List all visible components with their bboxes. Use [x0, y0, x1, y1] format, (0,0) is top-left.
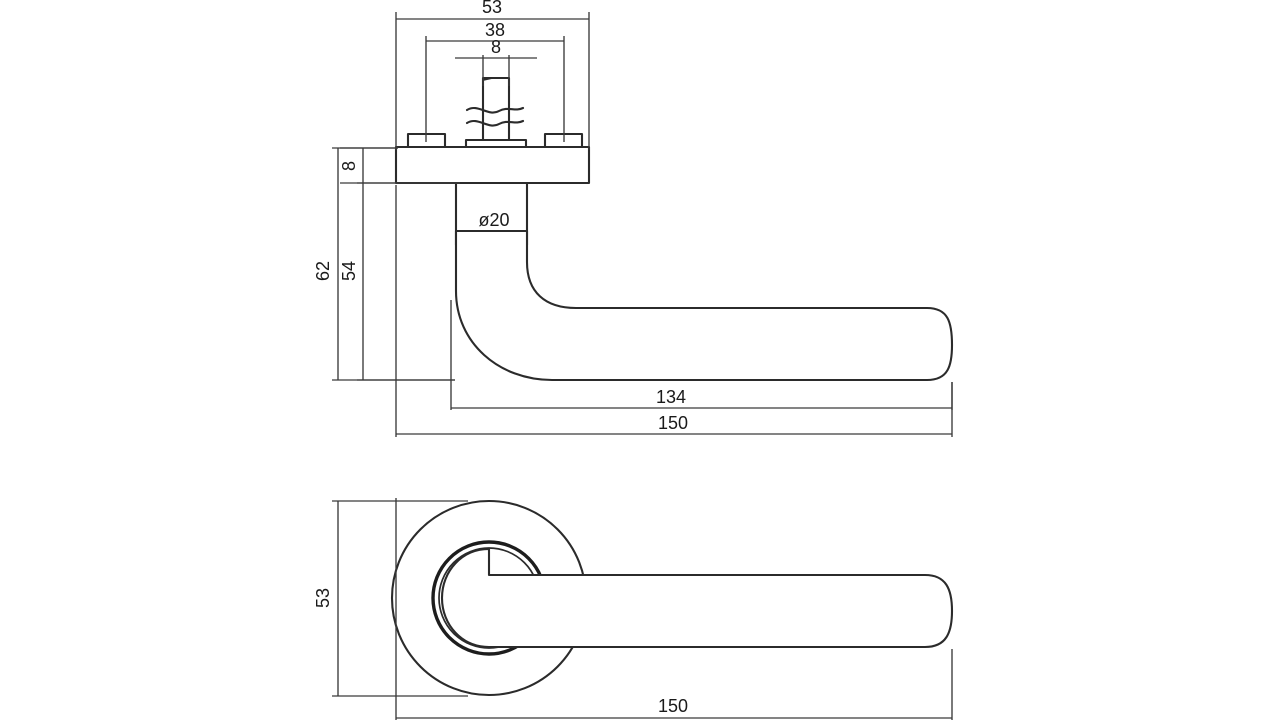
- plan-view-dimensions: 53 150: [313, 498, 953, 720]
- dim-150-plan: 150: [395, 498, 953, 720]
- lever-profile: [454, 229, 954, 382]
- dim-134-label: 134: [656, 387, 686, 407]
- spindle-break-line-upper: [465, 106, 525, 114]
- dim-150-label: 150: [658, 413, 688, 433]
- dim-53-top: 53: [395, 0, 590, 150]
- dim-neck-dia-label: ø20: [478, 210, 509, 230]
- spindle-break-line-lower: [465, 119, 525, 127]
- spindle-chamfer: [482, 77, 493, 81]
- rosette-plate: [394, 145, 591, 185]
- dim-53-label: 53: [482, 0, 502, 17]
- dim-62-label: 62: [313, 261, 333, 281]
- dim-53-plan-label: 53: [313, 588, 333, 608]
- dim-54-label: 54: [339, 261, 359, 281]
- dim-38-label: 38: [485, 20, 505, 40]
- dim-neck-diameter: ø20: [478, 210, 509, 230]
- dim-8-spindle: 8: [455, 37, 537, 86]
- spindle-assembly: [464, 76, 528, 151]
- lever-tube-plan: [440, 547, 954, 649]
- dim-54-neck: 54: [339, 182, 460, 381]
- dim-38-top: 38: [425, 20, 565, 142]
- side-view-dimensions: 53 38 8 8 62: [313, 0, 953, 437]
- dim-8-label: 8: [491, 37, 501, 57]
- dim-53-plan: 53: [313, 500, 468, 697]
- side-elevation-view: [394, 76, 954, 382]
- dim-150-plan-label: 150: [658, 696, 688, 716]
- dim-150-side: 150: [395, 185, 953, 437]
- lever-body-side: [454, 229, 954, 382]
- dim-8-thick-label: 8: [339, 161, 359, 171]
- plan-view: [390, 499, 954, 697]
